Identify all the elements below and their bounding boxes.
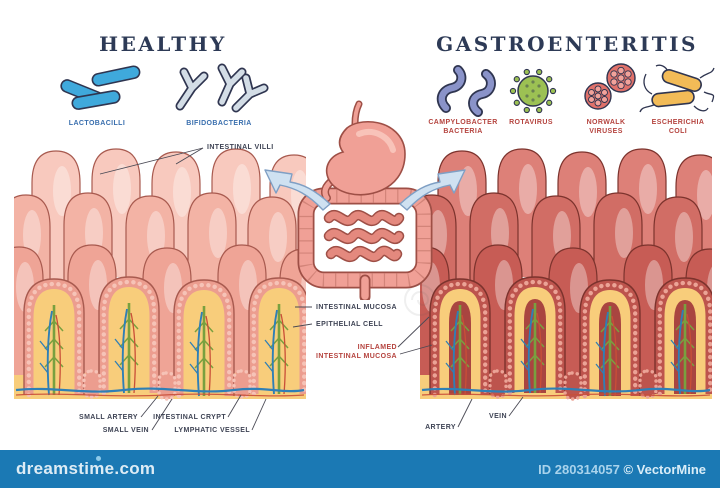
- watermark-bar: dreamstime.com ID 280314057 © VectorMine: [0, 450, 720, 488]
- intestinal-villi-label: INTESTINAL VILLI: [207, 144, 274, 151]
- ecoli-label: ESCHERICHIA COLI: [651, 119, 705, 135]
- dreamstime-logo: dreamstime.com: [16, 459, 156, 478]
- vectormine-credit: © VectorMine: [623, 462, 706, 477]
- rotavirus-icon: [509, 68, 557, 114]
- rotavirus-label: ROTAVIRUS: [509, 119, 553, 126]
- campylobacter-label: CAMPYLOBACTER BACTERIA: [428, 119, 498, 135]
- image-credit: ID 280314057 © VectorMine: [538, 462, 706, 477]
- dreamstime-logo-dot: [96, 456, 101, 461]
- inflamed-mucosa-label: INFLAMED INTESTINAL MUCOSA: [316, 344, 397, 360]
- intestinal-crypt-label: INTESTINAL CRYPT: [153, 414, 226, 421]
- intestinal-mucosa-label: INTESTINAL MUCOSA: [316, 304, 397, 311]
- campylobacter-icon: [436, 65, 496, 117]
- artery-label: ARTERY: [425, 424, 456, 431]
- healthy-title: HEALTHY: [99, 32, 227, 56]
- vein-label: VEIN: [489, 413, 507, 420]
- bifidobacteria-icon: [175, 63, 269, 113]
- norwalk-label: NORWALK VIRUSES: [586, 119, 626, 135]
- inflamed-villi-panel: [420, 148, 712, 399]
- image-id: ID 280314057: [538, 462, 620, 477]
- small-vein-label: SMALL VEIN: [102, 427, 149, 434]
- lymphatic-vessel-label: LYMPHATIC VESSEL: [174, 427, 250, 434]
- bifidobacteria-label: BIFIDOBACTERIA: [186, 120, 252, 127]
- gi-tract-illustration: [297, 100, 433, 300]
- healthy-villi-panel: [14, 148, 306, 399]
- gastroenteritis-title: GASTROENTERITIS: [436, 32, 698, 56]
- lactobacilli-icon: [60, 65, 141, 110]
- lactobacilli-label: LACTOBACILLI: [68, 120, 126, 127]
- escherichia-coli-icon: [639, 64, 715, 113]
- small-artery-label: SMALL ARTERY: [79, 414, 138, 421]
- epithelial-cell-label: EPITHELIAL CELL: [316, 321, 383, 328]
- norwalk-virus-icon: [584, 63, 636, 110]
